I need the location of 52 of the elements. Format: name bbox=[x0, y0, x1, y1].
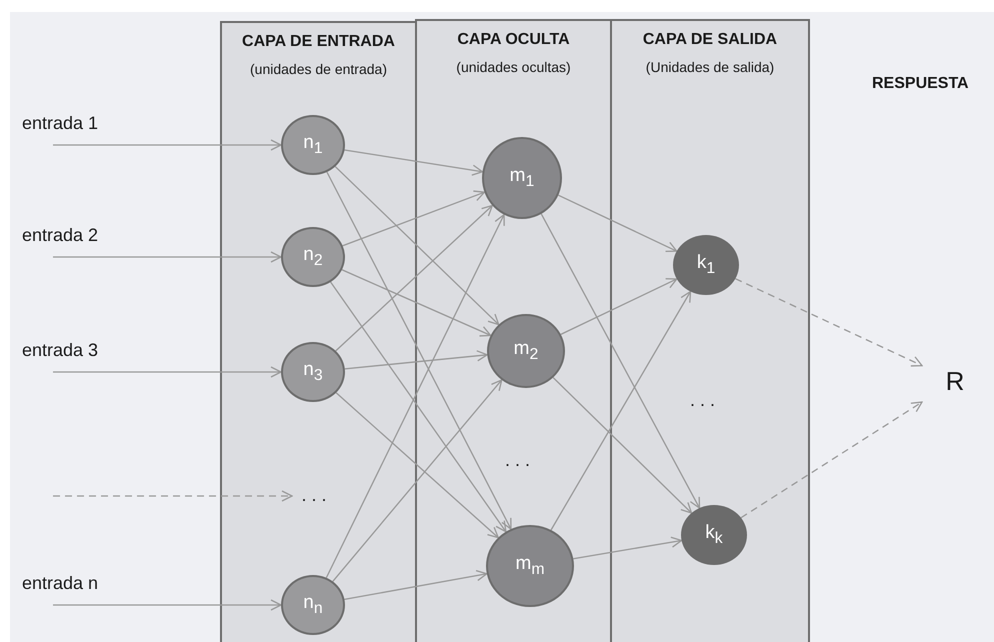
column-heading: RESPUESTA bbox=[872, 75, 969, 93]
input-label: entrada 1 bbox=[22, 113, 98, 145]
arrow bbox=[735, 278, 923, 367]
ellipsis: . . . bbox=[690, 390, 716, 411]
arrow bbox=[740, 401, 923, 518]
arrow bbox=[552, 377, 692, 514]
arrow bbox=[326, 214, 505, 578]
layer-panel bbox=[610, 19, 810, 642]
arrow bbox=[53, 490, 293, 502]
arrow bbox=[332, 379, 502, 582]
arrow bbox=[53, 366, 282, 378]
arrow bbox=[342, 269, 492, 337]
arrow bbox=[344, 570, 488, 600]
input-label: entrada n bbox=[22, 573, 98, 605]
arrow bbox=[330, 282, 507, 532]
arrow bbox=[342, 190, 486, 246]
neuron-circle: n$_{3}$ bbox=[281, 342, 345, 402]
arrow bbox=[53, 139, 282, 151]
layer-heading: CAPA DE ENTRADA bbox=[241, 33, 396, 51]
arrow bbox=[550, 290, 692, 530]
neuron-circle: n$_{2}$ bbox=[281, 227, 345, 287]
ellipsis: . . . bbox=[292, 482, 336, 508]
arrow bbox=[53, 251, 282, 263]
neuron-circle: m$_{m}$ bbox=[486, 525, 574, 607]
arrow bbox=[344, 149, 484, 176]
arrow bbox=[335, 204, 493, 352]
arrow bbox=[560, 278, 678, 335]
arrow bbox=[558, 194, 678, 252]
arrow bbox=[326, 172, 512, 530]
neuron-circle: m$_{1}$ bbox=[482, 137, 562, 219]
input-label: entrada 2 bbox=[22, 225, 98, 257]
arrow bbox=[540, 214, 700, 509]
input-label: entrada 3 bbox=[22, 340, 98, 372]
layer-heading: CAPA OCULTA bbox=[456, 31, 571, 49]
arrow bbox=[53, 599, 282, 611]
neuron-circle: k$_{1}$ bbox=[673, 235, 739, 295]
arrow bbox=[336, 392, 499, 538]
arrow bbox=[344, 350, 488, 370]
layer-subtitle: (unidades ocultas) bbox=[455, 59, 572, 75]
layer-heading: CAPA DE SALIDA bbox=[642, 31, 778, 49]
arrow bbox=[573, 536, 682, 560]
output-label: R bbox=[922, 350, 988, 412]
layer-panel bbox=[220, 21, 417, 642]
layer-panel bbox=[415, 19, 612, 642]
neuron-circle: n$_{n}$ bbox=[281, 575, 345, 635]
neuron-circle: k$_{k}$ bbox=[681, 505, 747, 565]
layer-subtitle: (Unidades de salida) bbox=[644, 59, 776, 75]
neuron-circle: n$_{1}$ bbox=[281, 115, 345, 175]
layer-subtitle: (unidades de entrada) bbox=[249, 61, 388, 77]
ellipsis: . . . bbox=[505, 450, 530, 471]
arrow bbox=[334, 166, 500, 326]
neuron-circle: m$_{2}$ bbox=[487, 314, 565, 388]
